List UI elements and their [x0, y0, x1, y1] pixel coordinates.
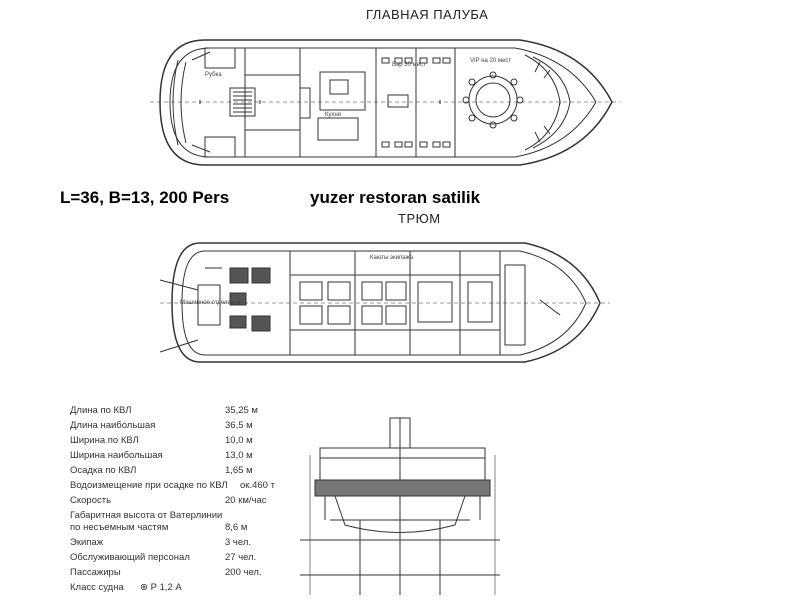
spec-value: 3 чел. — [225, 537, 252, 548]
spec-value: ⊕ Р 1,2 А — [140, 582, 182, 593]
spec-value: 10,0 м — [225, 435, 253, 446]
summary-headline: L=36, B=13, 200 Pers — [60, 188, 230, 207]
spec-value: 20 км/час — [225, 495, 267, 506]
spec-label: Ширина по КВЛ — [70, 435, 139, 446]
hold-title: ТРЮМ — [398, 211, 441, 226]
label-toilet: Рубка — [205, 72, 222, 78]
spec-label: по несъемным частям — [70, 522, 169, 533]
spec-label: Скорость — [70, 495, 112, 506]
label-kitchen: Кухня — [325, 112, 342, 118]
spec-value: 27 чел. — [225, 552, 257, 563]
spec-value: ок.460 т — [240, 480, 275, 491]
label-vip: VIP на 20 мест — [470, 58, 512, 64]
spec-label: Класс судна — [70, 582, 124, 593]
spec-label: Длина по КВЛ — [70, 405, 132, 416]
label-engine: Машинное отделение — [180, 300, 241, 306]
spec-value: 36,5 м — [225, 420, 253, 431]
hold-plan — [159, 242, 610, 363]
spec-label: Габаритная высота от Ватерлинии — [70, 510, 223, 521]
spec-value: 13,0 м — [225, 450, 253, 461]
spec-label: Экипаж — [70, 537, 104, 548]
spec-value: 8,6 м — [225, 522, 248, 533]
listing-headline: yuzer restoran satilik — [310, 188, 481, 207]
spec-label: Обслуживающий персонал — [70, 552, 190, 563]
main-deck-plan — [150, 39, 620, 166]
label-bar: Бар 30 мест — [392, 62, 426, 68]
spec-label: Ширина наибольшая — [70, 450, 163, 461]
label-crew-cabins: Каюты экипажа — [370, 255, 413, 261]
spec-value: 1,65 м — [225, 465, 253, 476]
spec-label: Водоизмещение при осадке по КВЛ — [70, 480, 228, 491]
spec-value: 35,25 м — [225, 405, 258, 416]
spec-label: Длина наибольшая — [70, 420, 156, 431]
spec-label: Пассажиры — [70, 567, 121, 578]
spec-value: 200 чел. — [225, 567, 262, 578]
spec-label: Осадка по КВЛ — [70, 465, 137, 476]
main-deck-title: ГЛАВНАЯ ПАЛУБА — [366, 7, 489, 22]
cross-section-view — [300, 417, 500, 595]
